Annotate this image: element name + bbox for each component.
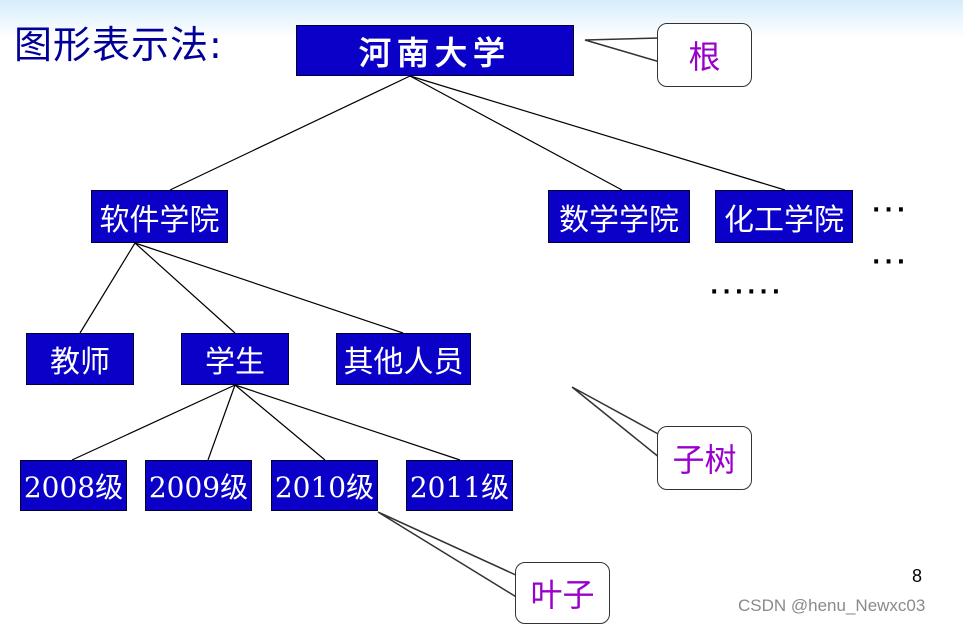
node-year-2011: 2011级 bbox=[406, 460, 513, 511]
page-number: 8 bbox=[912, 566, 923, 586]
edge-root-math bbox=[409, 75, 623, 191]
node-software-college: 软件学院 bbox=[91, 190, 228, 243]
watermark: CSDN @henu_Newxc03 bbox=[738, 596, 926, 615]
callout-leaf: 叶子 bbox=[515, 562, 610, 624]
edge-student-2009 bbox=[207, 384, 236, 461]
ellipsis-right-top: ··· bbox=[872, 198, 910, 223]
node-math-college: 数学学院 bbox=[548, 190, 690, 243]
slide-title: 图形表示法: bbox=[14, 23, 223, 67]
node-year-2009: 2009级 bbox=[145, 460, 252, 511]
node-chem-college: 化工学院 bbox=[715, 190, 853, 243]
edge-root-software bbox=[169, 75, 411, 191]
callout-root: 根 bbox=[657, 23, 752, 87]
edge-root-chem bbox=[409, 75, 786, 191]
edge-software-teacher bbox=[79, 242, 136, 334]
callout-root-pointer bbox=[584, 37, 661, 63]
callout-leaf-pointer bbox=[377, 511, 519, 599]
node-students: 学生 bbox=[181, 333, 289, 385]
ellipsis-middle: ······ bbox=[710, 280, 785, 305]
edge-software-student bbox=[134, 242, 236, 334]
node-year-2010: 2010级 bbox=[271, 460, 378, 511]
edge-student-2008 bbox=[71, 384, 236, 461]
node-teachers: 教师 bbox=[26, 333, 134, 385]
node-year-2008: 2008级 bbox=[20, 460, 127, 511]
node-other-staff: 其他人员 bbox=[336, 333, 471, 385]
ellipsis-right-mid: ··· bbox=[872, 250, 910, 275]
callout-subtree-pointer bbox=[571, 386, 661, 459]
edge-student-2010 bbox=[234, 384, 326, 461]
node-root: 河南大学 bbox=[296, 25, 574, 76]
edge-student-2011 bbox=[234, 384, 461, 461]
edge-software-others bbox=[134, 242, 404, 334]
callout-subtree: 子树 bbox=[657, 426, 752, 490]
